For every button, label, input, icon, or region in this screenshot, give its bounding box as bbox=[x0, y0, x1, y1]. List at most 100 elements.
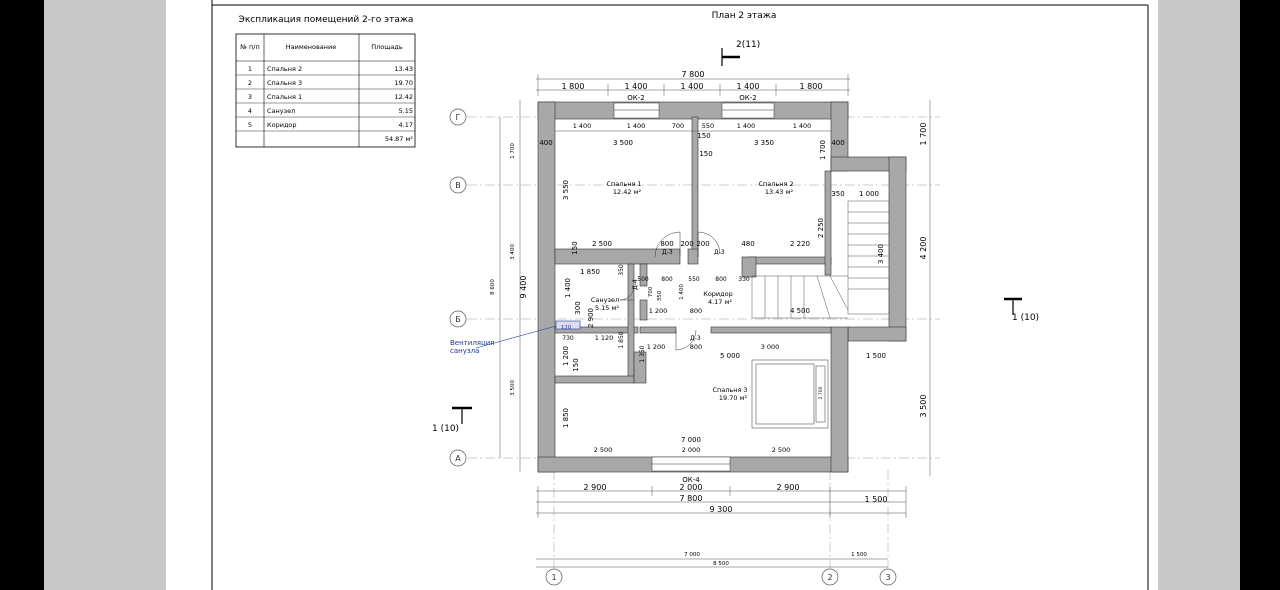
table-cell: 2 bbox=[248, 79, 252, 87]
dim-label: 330 bbox=[738, 276, 750, 283]
dim-label: 400 bbox=[539, 139, 552, 147]
dim-label: 3 400 bbox=[877, 244, 885, 264]
screen-left-border bbox=[0, 0, 44, 590]
dim-label: 1 500 bbox=[865, 495, 888, 504]
dim-label: 2 900 bbox=[584, 483, 607, 492]
dim-label: 150 bbox=[572, 358, 580, 371]
room-name: Спальня 2 bbox=[758, 180, 793, 188]
door-label: Д-4 bbox=[632, 279, 639, 290]
dim-label: 1 850 bbox=[580, 268, 600, 276]
dim-label: 1 350 bbox=[639, 345, 646, 362]
plan-title: План 2 этажа bbox=[712, 11, 777, 21]
room-name: Санузел bbox=[591, 296, 619, 304]
staircase bbox=[751, 200, 890, 319]
table-header: Площадь bbox=[371, 43, 403, 51]
dim-label: 1 500 bbox=[866, 352, 886, 360]
dim-label: 800 bbox=[715, 276, 727, 283]
room-area: 4.17 м² bbox=[708, 298, 732, 306]
dim-label: 3 500 bbox=[510, 380, 516, 396]
dim-label: 2 000 bbox=[680, 483, 703, 492]
table-cell: 12.42 bbox=[394, 93, 413, 101]
dim-label: 1 400 bbox=[679, 284, 685, 300]
dim-label: 2 500 bbox=[592, 240, 612, 248]
dim-label: 400 bbox=[831, 139, 844, 147]
dim-label: 150 bbox=[699, 150, 712, 158]
dim-label: 1 120 bbox=[595, 334, 614, 342]
axis-label: 2 bbox=[827, 573, 832, 582]
room-area: 13.43 м² bbox=[765, 188, 794, 196]
table-cell: 19.70 bbox=[394, 79, 413, 87]
dim-label: 480 bbox=[741, 240, 754, 248]
dim-label: 3 400 bbox=[510, 244, 516, 260]
dim-label: 4 500 bbox=[790, 307, 810, 315]
dim-label: 700 bbox=[648, 286, 654, 297]
table-cell: 3 bbox=[248, 93, 252, 101]
table-title: Экспликация помещений 2-го этажа bbox=[239, 15, 414, 25]
section-label-left: 1 (10) bbox=[432, 424, 459, 434]
window-label: ОК-2 bbox=[627, 94, 644, 102]
table-cell: 5 bbox=[248, 121, 252, 129]
dim-label: 9 300 bbox=[710, 505, 733, 514]
dim-label: 1 800 bbox=[800, 82, 823, 91]
section-label-right: 1 (10) bbox=[1012, 313, 1039, 323]
dim-label: 800 bbox=[661, 276, 673, 283]
table-cell: Спальня 1 bbox=[267, 93, 302, 101]
door-label: Д-3 bbox=[690, 335, 701, 342]
room-area: 5.15 м² bbox=[595, 304, 619, 312]
dim-label: 3 550 bbox=[562, 180, 570, 200]
screen-right-border bbox=[1240, 0, 1280, 590]
dim-label: 3 350 bbox=[754, 139, 774, 147]
table-cell: 4 bbox=[248, 107, 252, 115]
walls bbox=[537, 101, 907, 473]
dimension-lines bbox=[499, 74, 931, 568]
axis-marker-B bbox=[449, 310, 467, 328]
dim-label: 9 400 bbox=[519, 276, 528, 299]
dim-label: 350 bbox=[657, 290, 663, 301]
dim-label: 7 000 bbox=[684, 552, 700, 558]
windows bbox=[613, 102, 775, 472]
dim-label: 7 800 bbox=[680, 494, 703, 503]
window-label: ОК-2 bbox=[739, 94, 756, 102]
table-cell: Спальня 2 bbox=[267, 65, 302, 73]
axis-label: В bbox=[455, 181, 461, 190]
room-area: 12.42 м² bbox=[613, 188, 642, 196]
axis-label: 3 bbox=[885, 573, 890, 582]
dim-label: 1 700 bbox=[510, 143, 516, 159]
room-name: Коридор bbox=[703, 290, 733, 298]
dim-label: 1 200 bbox=[562, 346, 570, 366]
doors bbox=[619, 231, 721, 351]
dim-label: 2 900 bbox=[777, 483, 800, 492]
room-name: Спальня 1 bbox=[606, 180, 641, 188]
dim-label: 2 000 bbox=[682, 446, 701, 454]
dim-label: 730 bbox=[562, 335, 574, 342]
dim-label: 1 400 bbox=[737, 122, 756, 130]
table-total: 54.87 м² bbox=[385, 135, 414, 143]
table-cell: 5.15 bbox=[399, 107, 413, 115]
dim-label: 4 200 bbox=[919, 237, 928, 260]
section-marks bbox=[452, 48, 1022, 424]
dim-label: 1 400 bbox=[681, 82, 704, 91]
dim-label: 3 500 bbox=[919, 395, 928, 418]
dim-label: 350 bbox=[831, 190, 844, 198]
dim-label: 500 bbox=[637, 276, 649, 283]
room-name: Спальня 3 bbox=[712, 386, 747, 394]
dim-label: 1 400 bbox=[564, 278, 572, 298]
dim-label: 2 220 bbox=[790, 240, 810, 248]
dim-label: 2 500 bbox=[594, 446, 613, 454]
table-cell: Санузел bbox=[267, 107, 295, 115]
dim-label: 1 400 bbox=[793, 122, 812, 130]
table-header: Наименование bbox=[286, 43, 337, 51]
explication-table bbox=[235, 33, 416, 148]
dim-label: 300 bbox=[574, 301, 582, 314]
dim-label: 120 bbox=[561, 325, 572, 331]
dim-label: 150 bbox=[571, 241, 579, 254]
axis-marker-G bbox=[449, 108, 467, 126]
dim-label: 200 bbox=[680, 240, 693, 248]
dim-label: 5 000 bbox=[720, 352, 740, 360]
dim-label: 3 500 bbox=[613, 139, 633, 147]
table-cell: 1 bbox=[248, 65, 252, 73]
dim-label: 200 bbox=[696, 240, 709, 248]
ventilation-shaft bbox=[555, 320, 581, 330]
axis-label: 1 bbox=[551, 573, 556, 582]
table-cell: Коридор bbox=[267, 121, 297, 129]
